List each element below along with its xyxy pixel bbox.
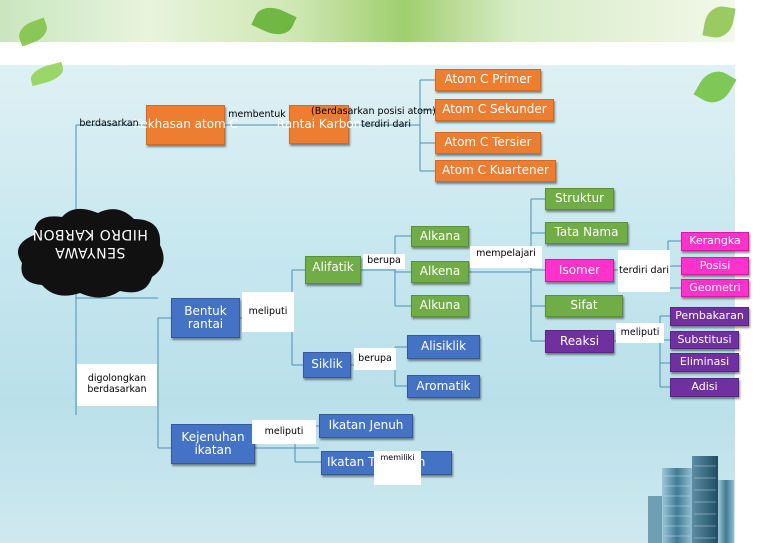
node-posisi: Posisi	[681, 257, 749, 275]
node-rantai-karbon: Rantai Karbon	[277, 105, 361, 144]
node-substitusi: Substitusi	[670, 331, 739, 349]
label-terdiri-dari: terdiri dari	[361, 119, 411, 131]
node-atom-c-sekunder: Atom C Sekunder	[435, 99, 554, 121]
building-image	[648, 456, 734, 543]
root-line-2: HIDRO KARBON	[32, 226, 148, 243]
node-siklik: Siklik	[303, 352, 351, 378]
label-terdiri-dari-isomer: terdiri dari	[618, 250, 670, 292]
node-alkuna: Alkuna	[411, 295, 469, 317]
node-ikatan-jenuh: Ikatan Jenuh	[319, 414, 413, 438]
node-reaksi: Reaksi	[545, 330, 614, 353]
label-mempelajari: mempelajari	[470, 246, 542, 268]
root-title: SENYAWA HIDRO KARBON	[14, 225, 166, 261]
title-band	[0, 42, 768, 65]
cloud-shape	[18, 208, 164, 298]
node-geometri: Geometri	[681, 279, 749, 297]
label-meliputi-kejenuhan: meliputi	[252, 420, 316, 444]
node-kejenuhan-ikatan: Kejenuhan ikatan	[171, 424, 255, 464]
label-berupa-alifatik: berupa	[363, 254, 405, 269]
node-alisiklik: Alisiklik	[407, 335, 480, 359]
label-berdasarkan-posisi: (Berdasarkan posisi atom)	[311, 106, 436, 118]
node-eliminasi: Eliminasi	[670, 353, 739, 372]
node-atom-c-tersier: Atom C Tersier	[435, 132, 541, 154]
root-line-1: SENYAWA	[54, 244, 126, 260]
node-struktur: Struktur	[545, 188, 614, 210]
label-meliputi-reaksi: meliputi	[616, 323, 664, 343]
label-membentuk: membentuk	[228, 109, 286, 121]
label-meliputi-bentuk: meliputi	[242, 292, 294, 332]
node-isomer: Isomer	[545, 259, 614, 282]
node-kerangka: Kerangka	[681, 232, 749, 251]
node-atom-c-kuartener: Atom C Kuartener	[435, 160, 556, 182]
node-pembakaran: Pembakaran	[670, 307, 749, 326]
node-atom-c-primer: Atom C Primer	[435, 69, 541, 91]
node-sifat: Sifat	[545, 295, 623, 317]
node-bentuk-rantai: Bentuk rantai	[171, 298, 240, 338]
label-berdasarkan: berdasarkan	[79, 118, 139, 130]
node-aromatik: Aromatik	[407, 375, 480, 398]
node-alkana: Alkana	[411, 226, 469, 247]
node-kekhasan-atom-c: Kekhasan atom C	[133, 105, 238, 145]
node-adisi: Adisi	[670, 378, 739, 397]
label-digolongkan: digolongkan berdasarkan	[77, 364, 157, 406]
header-leaf-background	[0, 0, 735, 42]
node-alifatik: Alifatik	[305, 256, 361, 284]
label-berupa-siklik: berupa	[354, 348, 396, 370]
node-alkena: Alkena	[411, 261, 469, 283]
label-memiliki: memiliki	[374, 451, 421, 485]
node-tata-nama: Tata Nama	[545, 222, 628, 244]
